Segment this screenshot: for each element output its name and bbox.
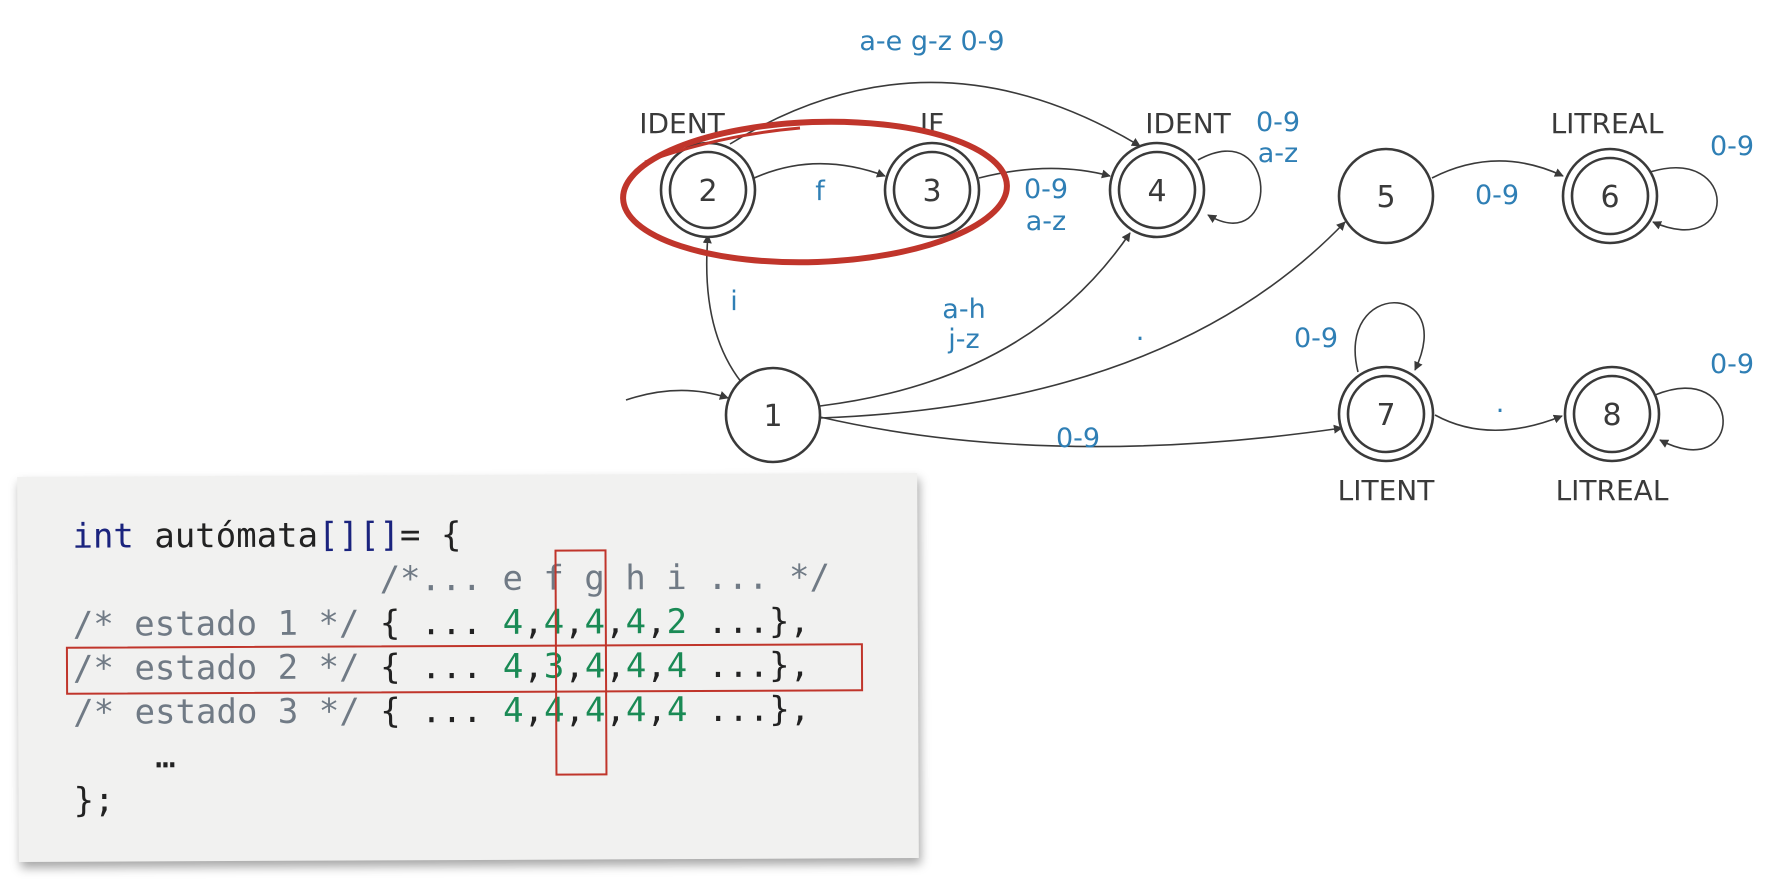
state-7: 7 — [1337, 365, 1435, 463]
edge-label-4-4-line1: 0-9 — [1256, 107, 1300, 138]
code-header-indent — [73, 559, 380, 600]
edge-label-5-6: 0-9 — [1475, 180, 1519, 211]
edge-label-1-2: i — [730, 286, 738, 317]
state-7-number: 7 — [1376, 398, 1395, 433]
state-8: 8 — [1563, 365, 1661, 463]
state-2: 2 — [659, 141, 757, 239]
highlight-ellipse-stroke-tail — [644, 126, 801, 164]
state-8-name: LITREAL — [1556, 474, 1669, 507]
state-5: 5 — [1337, 147, 1435, 245]
edge-7-7 — [1354, 301, 1425, 373]
edge-label-1-5: . — [1136, 316, 1145, 347]
code-line-declaration: int autómata[][]= { — [72, 511, 830, 558]
edge-1-5 — [819, 221, 1346, 419]
edge-label-6-6: 0-9 — [1710, 131, 1754, 162]
start-arrow — [625, 389, 729, 401]
edge-label-3-4-line1: 0-9 — [1024, 174, 1068, 205]
edge-5-6 — [1431, 160, 1564, 179]
state-5-number: 5 — [1376, 180, 1395, 215]
edge-3-4 — [978, 167, 1111, 179]
edge-7-8 — [1434, 414, 1563, 432]
code-variable-name: autómata — [133, 515, 319, 557]
code-row-1-close: ...}, — [686, 601, 810, 643]
edge-label-2-3: f — [815, 176, 826, 207]
state-2-row-highlight — [65, 643, 864, 695]
state-7-name: LITENT — [1338, 474, 1436, 507]
edge-label-4-4-line2: a-z — [1258, 138, 1298, 169]
code-row-3-comment: /* estado 3 */ — [73, 691, 360, 733]
code-row-3-val-e: 4 — [502, 690, 524, 731]
state-6: 6 — [1561, 147, 1659, 245]
state-6-name: LITREAL — [1551, 107, 1664, 140]
code-row-1-open: { ... — [359, 602, 503, 644]
code-row-1-val-e: 4 — [502, 602, 524, 643]
edge-label-8-8: 0-9 — [1710, 349, 1754, 380]
edge-label-7-8: . — [1496, 388, 1505, 419]
code-row-3-open: { ... — [359, 690, 504, 732]
state-2-number: 2 — [698, 174, 717, 209]
code-row-3-val-h: 4 — [625, 690, 647, 731]
state-4-number: 4 — [1147, 174, 1166, 209]
code-line-column-header: /*... e f g h i ... */ — [73, 555, 831, 602]
f-column-highlight — [554, 549, 608, 776]
edge-4-4 — [1197, 150, 1262, 224]
code-line-state-3: /* estado 3 */ { ... 4,4,4,4,4 ...}, — [73, 689, 811, 733]
highlight-ellipse — [620, 118, 1010, 266]
edge-2-3 — [751, 162, 886, 180]
edge-label-1-4-line2: j-z — [947, 324, 979, 355]
edge-6-6 — [1649, 167, 1718, 231]
edge-label-3-4-line2: a-z — [1026, 206, 1066, 237]
code-assign-open: = { — [399, 515, 462, 556]
state-3: 3 — [883, 141, 981, 239]
state-4-name: IDENT — [1145, 107, 1231, 140]
code-row-1-comment: /* estado 1 */ — [72, 603, 360, 645]
code-line-ellipsis: … — [73, 736, 176, 777]
state-1-number: 1 — [763, 399, 782, 434]
edge-label-2-4: a-e g-z 0-9 — [859, 26, 1004, 57]
code-keyword-int: int — [72, 516, 134, 557]
edge-2-4 — [729, 81, 1141, 147]
state-6-number: 6 — [1600, 180, 1619, 215]
code-row-1-val-h: 4 — [625, 602, 647, 643]
edge-1-4 — [819, 232, 1131, 407]
state-8-number: 8 — [1602, 398, 1621, 433]
code-line-state-1: /* estado 1 */ { ... 4,4,4,4,2 ...}, — [72, 601, 810, 645]
edge-label-7-7: 0-9 — [1294, 323, 1338, 354]
code-line-closing: }; — [73, 780, 115, 821]
code-array-brackets: [][] — [317, 515, 401, 556]
state-1: 1 — [724, 366, 822, 464]
edge-8-8 — [1654, 387, 1724, 451]
edge-label-1-7: 0-9 — [1056, 423, 1100, 454]
code-row-1-val-i: 2 — [666, 602, 688, 643]
edge-1-7 — [819, 416, 1343, 448]
edge-label-1-4-line1: a-h — [942, 294, 985, 325]
code-row-3-val-i: 4 — [666, 690, 688, 731]
state-3-number: 3 — [922, 174, 941, 209]
state-4: 4 — [1108, 141, 1206, 239]
code-row-3-close: ...}, — [687, 689, 811, 731]
code-card: int autómata[][]= { /*... e f g h i ... … — [17, 473, 919, 862]
